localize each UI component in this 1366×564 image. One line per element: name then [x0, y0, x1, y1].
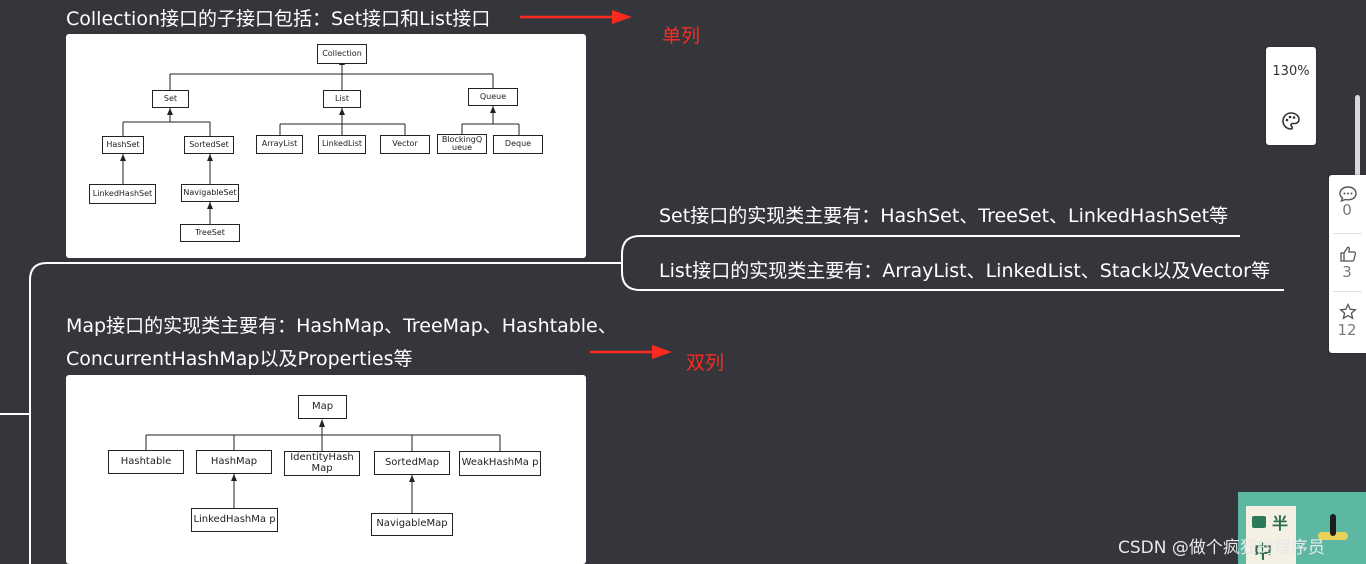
map-heading-line1[interactable]: Map接口的实现类主要有：HashMap、TreeMap、Hashtable、 [66, 315, 617, 337]
collection-diagram-lines [120, 58, 520, 224]
favorite-action[interactable]: 12 [1329, 303, 1366, 339]
ad-glyph-1: 半 [1272, 514, 1289, 533]
like-action[interactable]: 3 [1329, 245, 1366, 281]
comment-count: 0 [1342, 201, 1352, 219]
set-impl-node[interactable]: Set接口的实现类主要有：HashSet、TreeSet、LinkedHashS… [659, 205, 1229, 227]
like-count: 3 [1342, 263, 1352, 281]
node-queue: Queue [468, 88, 518, 106]
node-weakhashmap: WeakHashMa p [459, 451, 541, 476]
node-vector: Vector [380, 135, 430, 154]
zoom-panel: 130% [1266, 47, 1316, 145]
node-deque: Deque [493, 135, 543, 154]
list-impl-node[interactable]: List接口的实现类主要有：ArrayList、LinkedList、Stack… [659, 260, 1270, 282]
node-hashmap: HashMap [196, 450, 272, 474]
thumbs-up-icon [1339, 246, 1356, 262]
map-diagram-image[interactable]: Map Hashtable HashMap IdentityHash Map S… [66, 375, 586, 564]
collection-heading[interactable]: Collection接口的子接口包括：Set接口和List接口 [66, 8, 491, 30]
ad-glyph-2: 中 [1254, 542, 1272, 563]
comment-icon [1338, 186, 1357, 203]
single-column-label: 单列 [662, 25, 701, 47]
collection-diagram-image[interactable]: Collection Set List Queue HashSet Sorted… [66, 34, 586, 258]
zoom-level[interactable]: 130% [1272, 64, 1310, 79]
star-icon [1338, 303, 1357, 320]
article-actions-panel: 0 3 12 [1329, 175, 1366, 353]
map-heading-line2[interactable]: ConcurrentHashMap以及Properties等 [66, 348, 413, 370]
node-blockingqueue: BlockingQ ueue [437, 134, 487, 154]
comment-action[interactable]: 0 [1329, 185, 1366, 219]
node-linkedlist: LinkedList [318, 135, 366, 154]
node-arraylist: ArrayList [256, 135, 303, 154]
node-identityhashmap: IdentityHash Map [284, 451, 360, 476]
node-navigablemap: NavigableMap [371, 513, 453, 536]
favorite-count: 12 [1337, 321, 1357, 339]
surfboard-shape [1318, 532, 1348, 540]
node-list: List [323, 90, 361, 108]
csdn-watermark: CSDN @做个疯狂的程序员 [1118, 538, 1325, 558]
map-diagram-lines [145, 419, 501, 513]
corner-ad-image[interactable]: 半 中 [1238, 492, 1366, 564]
node-sortedset: SortedSet [184, 136, 234, 154]
node-linkedhashmap: LinkedHashMa p [191, 508, 278, 532]
figure-shape [1330, 514, 1336, 536]
node-hashset: HashSet [102, 136, 144, 154]
node-collection: Collection [317, 44, 367, 64]
palette-icon[interactable] [1280, 110, 1302, 136]
shirt-icon [1252, 516, 1266, 528]
node-hashtable: Hashtable [108, 450, 184, 474]
node-map: Map [298, 395, 347, 419]
node-sortedmap: SortedMap [374, 451, 450, 475]
node-treeset: TreeSet [180, 224, 240, 242]
divider [1333, 291, 1362, 292]
divider [1333, 233, 1362, 234]
double-column-label: 双列 [686, 352, 725, 374]
ad-panel [1246, 506, 1296, 564]
node-set: Set [152, 90, 189, 108]
node-navigableset: NavigableSet [181, 184, 239, 202]
node-linkedhashset: LinkedHashSet [89, 184, 156, 204]
